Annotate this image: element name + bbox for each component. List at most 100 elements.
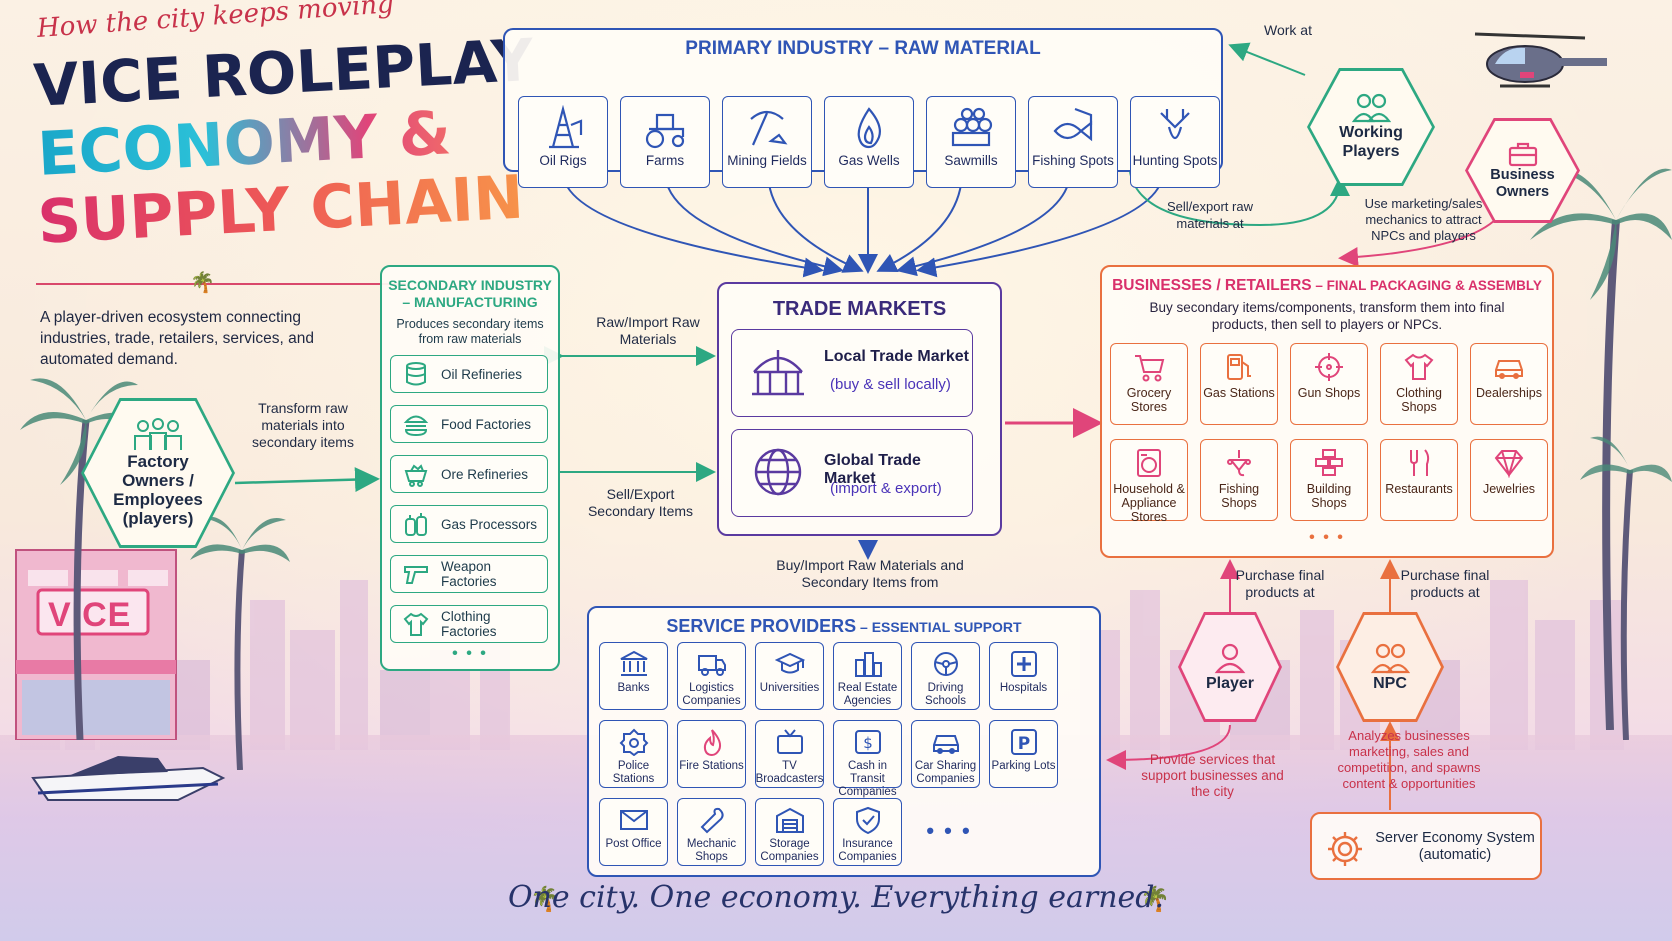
secondary-title: SECONDARY INDUSTRY – MANUFACTURING	[388, 277, 552, 310]
working-players-hex: Working Players	[1307, 68, 1435, 186]
fuel-pump-icon	[1227, 354, 1251, 380]
business-fishing-shops: Fishing Shops	[1200, 439, 1278, 521]
service-tv: TV Broadcasters	[755, 720, 824, 788]
service-universities: Universities	[755, 642, 824, 710]
service-real-estate: Real Estate Agencies	[833, 642, 902, 710]
secondary-weapon-factories: Weapon Factories	[390, 555, 548, 593]
gear-icon	[1328, 832, 1362, 866]
primary-industry-panel: PRIMARY INDUSTRY – RAW MATERIAL Oil Rigs…	[503, 28, 1223, 188]
footer-tagline: One city. One economy. Everything earned…	[507, 880, 1165, 915]
service-hospitals: Hospitals	[989, 642, 1058, 710]
service-post-office: Post Office	[599, 798, 668, 866]
business-owners-label: Business Owners	[1490, 166, 1555, 200]
car-icon	[1495, 360, 1523, 379]
person-icon	[1214, 643, 1246, 673]
service-fire: Fire Stations	[677, 720, 746, 788]
pickaxe-icon	[750, 110, 788, 146]
graduation-cap-icon	[774, 652, 805, 674]
washing-machine-icon	[1137, 449, 1161, 477]
business-more: • • •	[1309, 529, 1345, 546]
palm-tree-right-2	[1580, 436, 1672, 740]
secondary-clothing-factories: Clothing Factories	[390, 605, 548, 643]
primary-tile-sawmills: Sawmills	[926, 96, 1016, 188]
service-cash-transit: $ Cash in Transit Companies	[833, 720, 902, 798]
palm-icon: 🌴	[190, 272, 215, 294]
trade-markets-panel: TRADE MARKETS Local Trade Market (buy & …	[717, 282, 1002, 536]
palm-tree-right	[1530, 168, 1672, 730]
npc-label: NPC	[1373, 674, 1407, 692]
business-building-shops: Building Shops	[1290, 439, 1368, 521]
deer-icon	[1160, 109, 1190, 140]
server-sub: (automatic)	[1418, 847, 1492, 863]
fire-icon	[703, 729, 721, 756]
market-building-icon	[752, 350, 804, 396]
server-economy-box: Server Economy System (automatic)	[1310, 812, 1542, 880]
player-hex: Player	[1178, 612, 1282, 722]
people-icon	[1370, 643, 1410, 673]
business-gun-shops: Gun Shops	[1290, 343, 1368, 425]
services-more: • • •	[926, 818, 972, 843]
shirt-icon	[403, 612, 429, 636]
global-trade-market[interactable]: Global Trade Market (import & export)	[731, 429, 973, 517]
primary-tile-oil-rigs: Oil Rigs	[518, 96, 608, 188]
envelope-icon	[619, 810, 648, 830]
tractor-icon	[645, 113, 685, 149]
crosshair-icon	[1315, 353, 1343, 381]
purchase-player-note: Purchase final products at	[1235, 567, 1325, 600]
secondary-subtitle: Produces secondary items from raw materi…	[396, 317, 544, 346]
vice-building	[15, 549, 177, 740]
briefcase-icon	[1508, 142, 1537, 166]
service-logistics: Logistics Companies	[677, 642, 746, 710]
business-gas-stations: Gas Stations	[1200, 343, 1278, 425]
buy-import-note: Buy/Import Raw Materials and Secondary I…	[776, 557, 964, 590]
svg-text:$: $	[863, 734, 873, 752]
business-grocery: Grocery Stores	[1110, 343, 1188, 425]
server-label: Server Economy System	[1375, 830, 1535, 846]
bank-icon	[620, 650, 647, 676]
raw-import-note: Raw/Import Raw Materials	[596, 314, 700, 347]
factory-owners-hex: Factory Owners / Employees (players)	[81, 398, 235, 548]
secondary-more: • • •	[452, 645, 488, 662]
primary-tile-farms: Farms	[620, 96, 710, 188]
service-insurance: Insurance Companies	[833, 798, 902, 866]
barrel-icon	[406, 362, 426, 386]
primary-tile-hunting: Hunting Spots	[1130, 96, 1220, 188]
people-group-icon	[134, 418, 182, 450]
speedboat	[31, 756, 226, 801]
police-badge-icon	[619, 728, 648, 756]
fork-knife-icon	[1410, 449, 1430, 476]
services-title: SERVICE PROVIDERS – ESSENTIAL SUPPORT	[666, 616, 1022, 636]
service-banks: Banks	[599, 642, 668, 710]
player-label: Player	[1205, 674, 1255, 692]
secondary-oil-refineries: Oil Refineries	[390, 355, 548, 393]
palm-icon-left: 🌴	[530, 886, 560, 913]
intro-text: A player-driven ecosystem connecting ind…	[40, 309, 314, 368]
business-panel: BUSINESSES / RETAILERS – FINAL PACKAGING…	[1100, 265, 1554, 558]
logs-icon	[951, 107, 993, 147]
sell-export-secondary-note: Sell/Export Secondary Items	[587, 486, 694, 519]
secondary-industry-panel: SECONDARY INDUSTRY – MANUFACTURING Produ…	[380, 265, 560, 671]
analyzes-note: Analyzes businesses marketing, sales and…	[1337, 728, 1481, 791]
truck-icon	[697, 655, 726, 676]
purchase-npc-note: Purchase final products at	[1400, 567, 1490, 600]
business-clothing: Clothing Shops	[1380, 343, 1458, 425]
business-dealerships: Dealerships	[1470, 343, 1548, 425]
service-mechanic: Mechanic Shops	[677, 798, 746, 866]
oil-rig-icon	[549, 105, 583, 149]
service-car-sharing: Car Sharing Companies	[911, 720, 980, 788]
local-trade-market[interactable]: Local Trade Market (buy & sell locally)	[731, 329, 973, 417]
wrench-icon	[700, 807, 724, 834]
flame-icon	[857, 107, 881, 149]
people-icon	[1351, 93, 1391, 123]
primary-tile-fishing: Fishing Spots	[1028, 96, 1118, 188]
business-subtitle: Buy secondary items/components, transfor…	[1149, 300, 1505, 332]
service-driving-schools: Driving Schools	[911, 642, 980, 710]
work-at-note: Work at	[1264, 22, 1312, 38]
service-police: Police Stations	[599, 720, 668, 788]
factory-owners-label: Factory Owners / Employees (players)	[113, 452, 203, 528]
title-divider	[36, 283, 406, 285]
provide-services-note: Provide services that support businesses…	[1141, 752, 1284, 799]
svg-text:P: P	[1017, 734, 1029, 754]
shirt-icon	[1404, 353, 1434, 380]
buildings-icon	[854, 652, 882, 677]
